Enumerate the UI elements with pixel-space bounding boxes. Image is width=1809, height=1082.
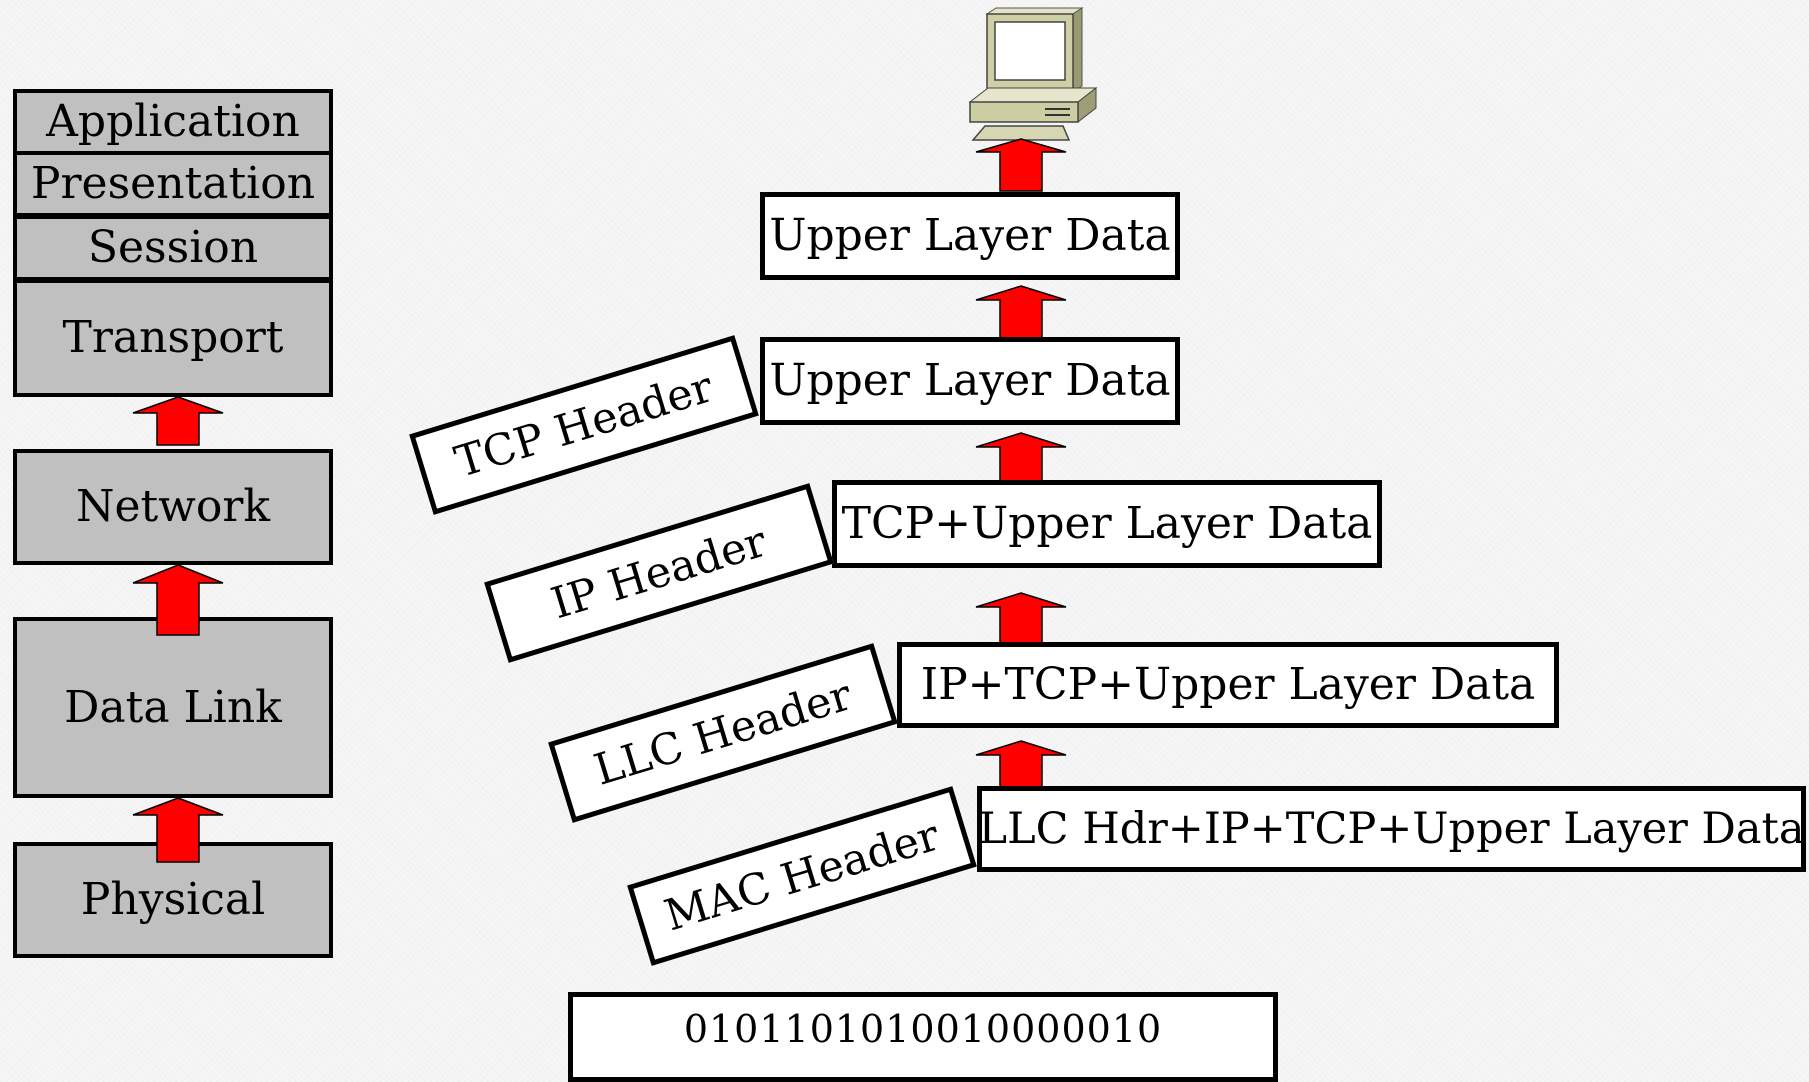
tcp-header-box: TCP Header (409, 335, 759, 515)
up-arrow-icon (975, 432, 1067, 486)
up-arrow-icon (975, 138, 1067, 192)
data-link-llc-data-label: IP+TCP+Upper Layer Data (920, 659, 1536, 710)
layer-physical-label: Physical (80, 874, 266, 925)
data-link-mac-data-box: LLC Hdr+IP+TCP+Upper Layer Data (977, 786, 1806, 872)
layer-presentation-label: Presentation (30, 158, 316, 209)
layer-data-link: Data Link (13, 617, 333, 798)
llc-header-box: LLC Header (548, 643, 898, 823)
layer-data-link-label: Data Link (64, 681, 282, 733)
computer-icon (965, 6, 1100, 141)
layer-session: Session (13, 215, 333, 281)
tcp-header-label: TCP Header (449, 361, 719, 488)
network-data-label: TCP+Upper Layer Data (841, 498, 1373, 549)
ip-header-label: IP Header (545, 516, 773, 629)
data-link-llc-data-box: IP+TCP+Upper Layer Data (897, 642, 1559, 728)
layer-session-label: Session (87, 222, 259, 273)
mac-header-label: MAC Header (658, 810, 945, 941)
layer-application: Application (13, 89, 333, 155)
layer-network: Network (13, 449, 333, 565)
up-arrow-icon (975, 592, 1067, 644)
mac-header-box: MAC Header (627, 786, 977, 966)
llc-header-label: LLC Header (588, 669, 858, 796)
up-arrow-icon (132, 396, 224, 446)
up-arrow-icon (975, 285, 1067, 339)
bitstream-label: 0101101010010000010 (683, 1007, 1163, 1051)
network-data-box: TCP+Upper Layer Data (832, 480, 1382, 568)
transport-data-box: Upper Layer Data (760, 337, 1180, 425)
application-data-box: Upper Layer Data (760, 192, 1180, 280)
layer-application-label: Application (46, 96, 300, 147)
transport-data-label: Upper Layer Data (769, 355, 1171, 406)
data-link-mac-data-label: LLC Hdr+IP+TCP+Upper Layer Data (978, 803, 1805, 854)
ip-header-box: IP Header (484, 483, 834, 663)
up-arrow-icon (132, 797, 224, 863)
layer-transport-label: Transport (62, 312, 284, 363)
layer-transport: Transport (13, 279, 333, 397)
up-arrow-icon (975, 740, 1067, 790)
layer-presentation: Presentation (13, 151, 333, 217)
up-arrow-icon (132, 564, 224, 636)
bitstream-box: 0101101010010000010 (568, 992, 1278, 1082)
application-data-label: Upper Layer Data (769, 210, 1171, 261)
layer-network-label: Network (75, 481, 271, 532)
